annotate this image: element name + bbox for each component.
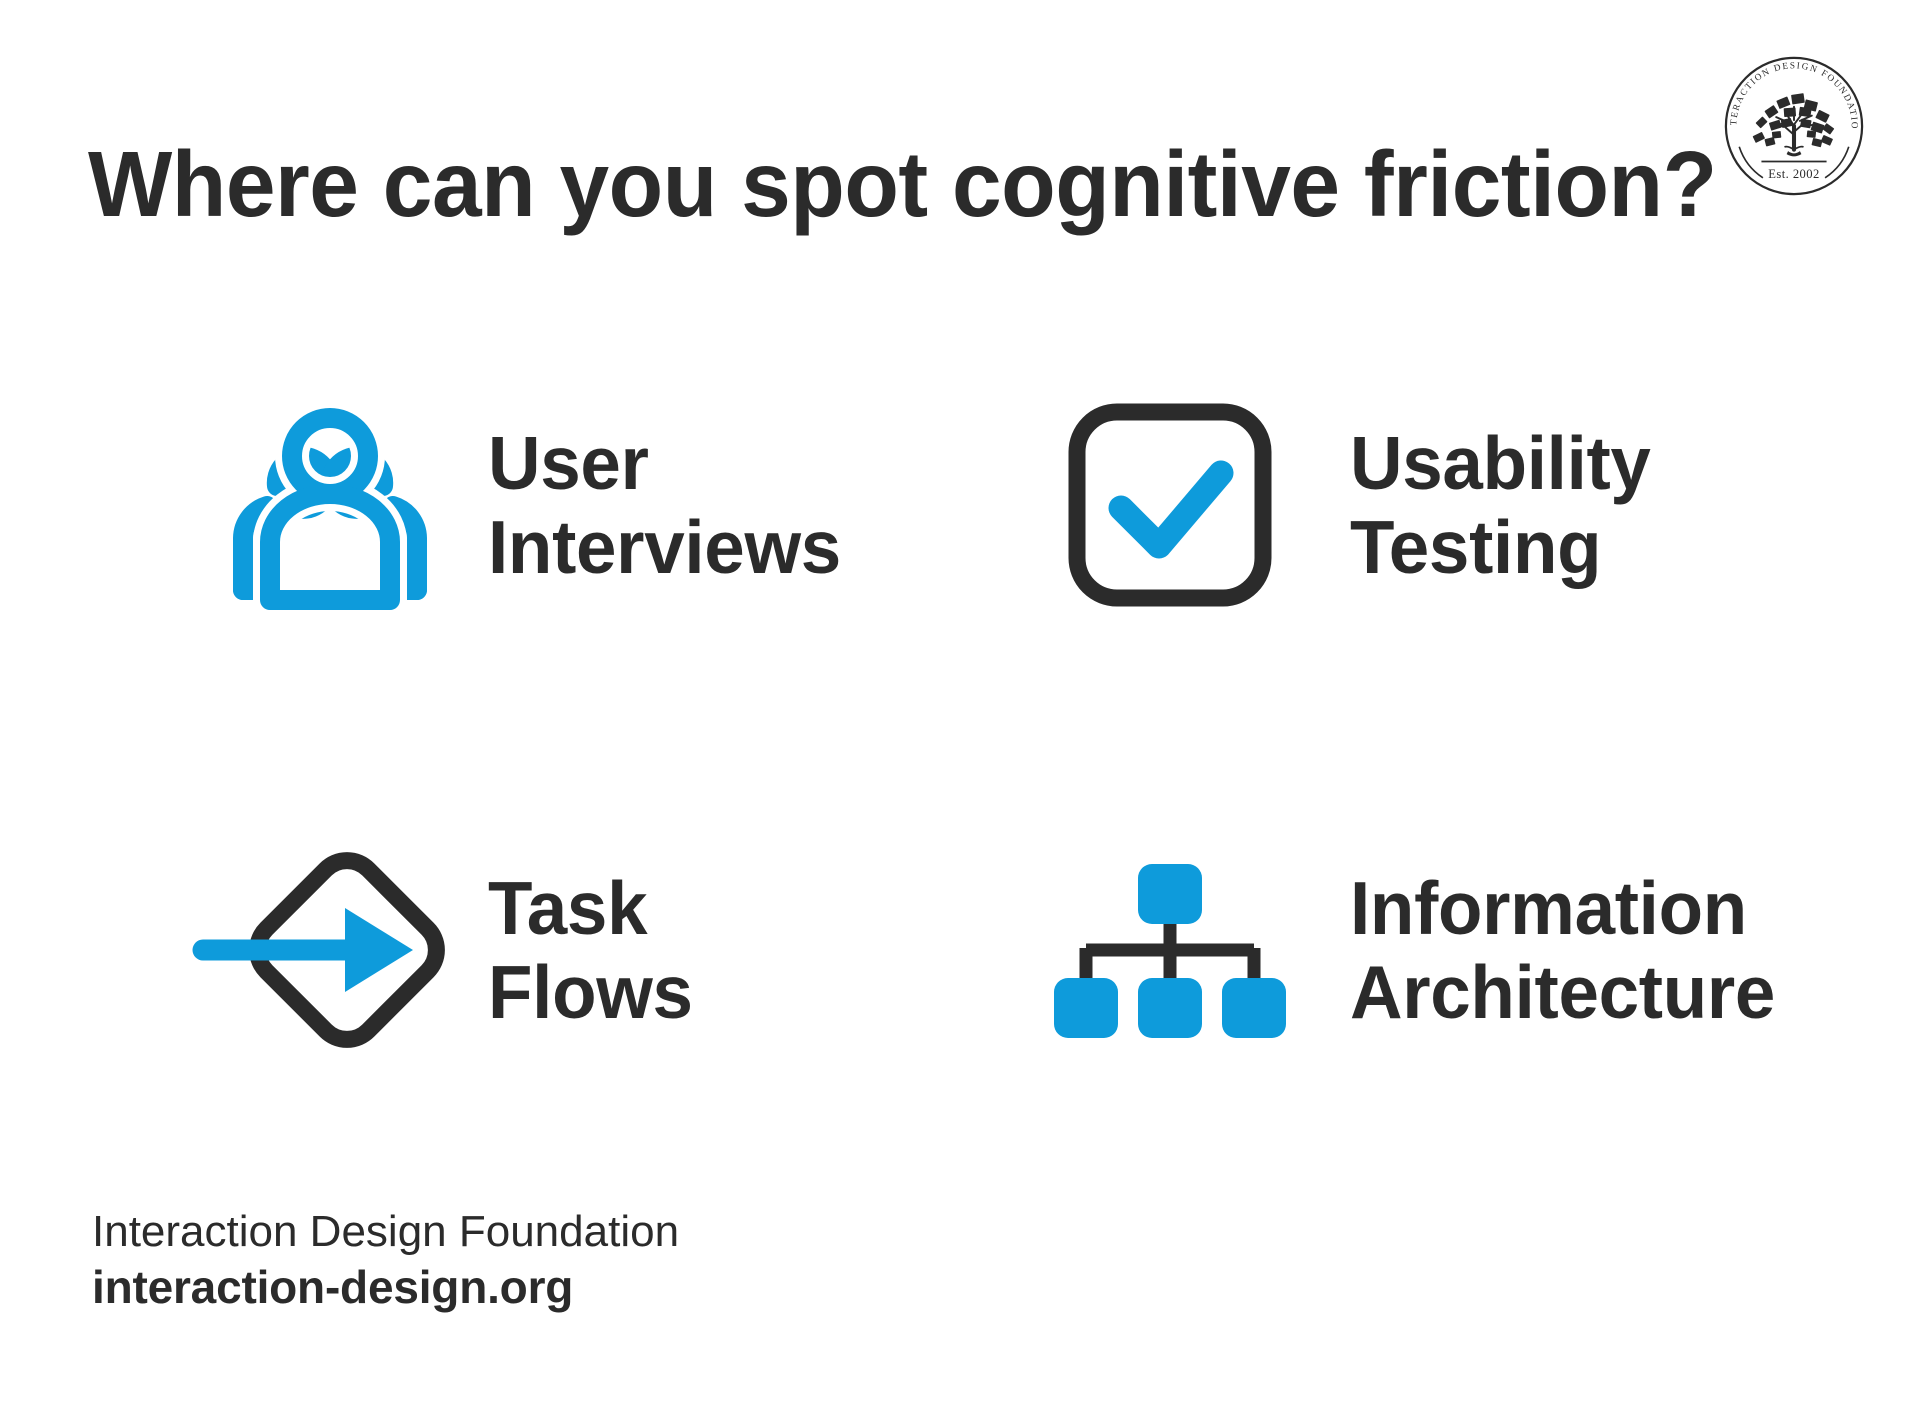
method-label: User Interviews	[488, 421, 841, 589]
method-label: Information Architecture	[1350, 866, 1776, 1034]
method-usability-testing: Usability Testing	[1030, 340, 1660, 670]
checkbox-checked-icon	[1030, 380, 1310, 630]
footer: Interaction Design Foundation interactio…	[92, 1205, 679, 1315]
method-label: Usability Testing	[1350, 421, 1651, 589]
svg-text:Est. 2002: Est. 2002	[1768, 167, 1820, 181]
method-user-interviews: User Interviews	[190, 340, 852, 670]
method-label: Task Flows	[488, 866, 693, 1034]
page-title: Where can you spot cognitive friction?	[88, 132, 1717, 237]
methods-row-2: Task Flows	[0, 785, 1920, 1115]
users-group-icon	[190, 380, 470, 630]
methods-row-1: User Interviews Usability Testing	[0, 340, 1920, 670]
flow-diamond-arrow-icon	[190, 825, 470, 1075]
method-task-flows: Task Flows	[190, 785, 699, 1115]
footer-organization: Interaction Design Foundation	[92, 1207, 680, 1257]
idf-logo: INTERACTION DESIGN FOUNDATION	[1720, 52, 1868, 200]
footer-website: interaction-design.org	[92, 1260, 574, 1313]
methods-grid: User Interviews Usability Testing	[0, 340, 1920, 1115]
hierarchy-sitemap-icon	[1030, 825, 1310, 1075]
method-information-architecture: Information Architecture	[1030, 785, 1788, 1115]
